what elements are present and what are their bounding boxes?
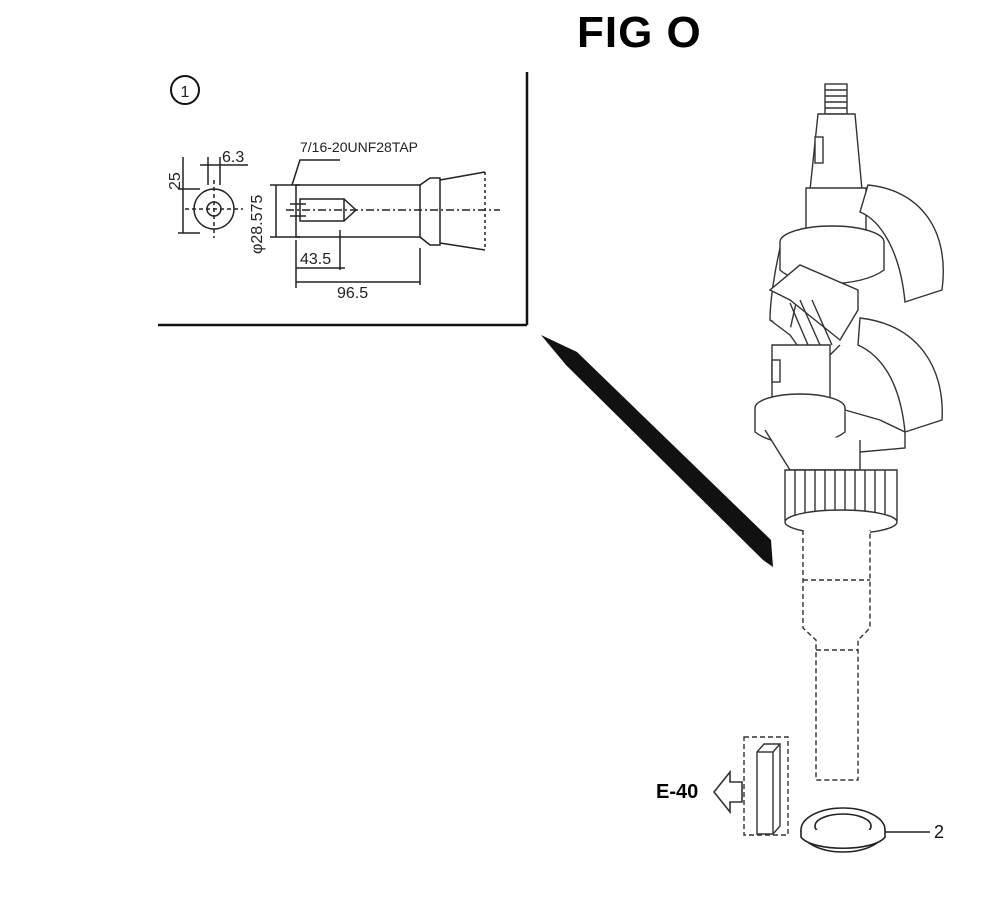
shaft-end-view bbox=[178, 157, 248, 238]
dim-key-width: 6.3 bbox=[222, 149, 244, 166]
dim-total-length: 96.5 bbox=[337, 285, 368, 302]
dim-shaft-diameter: φ28.575 bbox=[249, 195, 266, 254]
crankshaft bbox=[754, 83, 944, 781]
washer-part-number: 2 bbox=[934, 822, 944, 842]
reference-label: E-40 bbox=[656, 781, 698, 803]
dim-tap-length: 43.5 bbox=[300, 251, 331, 268]
detail-leader-arrow bbox=[541, 335, 773, 567]
detail-callout-1: 1 bbox=[170, 75, 200, 105]
washer-part bbox=[800, 807, 930, 853]
dim-key-height: 25 bbox=[167, 172, 184, 190]
reference-arrow bbox=[712, 769, 743, 815]
shaft-side-view bbox=[270, 159, 500, 288]
detail-inset-frame bbox=[158, 72, 529, 327]
thread-spec-label: 7/16-20UNF28TAP bbox=[300, 139, 418, 155]
key-part bbox=[743, 736, 789, 836]
detail-callout-number: 1 bbox=[181, 84, 190, 101]
figure-title: FIG O bbox=[577, 8, 702, 57]
